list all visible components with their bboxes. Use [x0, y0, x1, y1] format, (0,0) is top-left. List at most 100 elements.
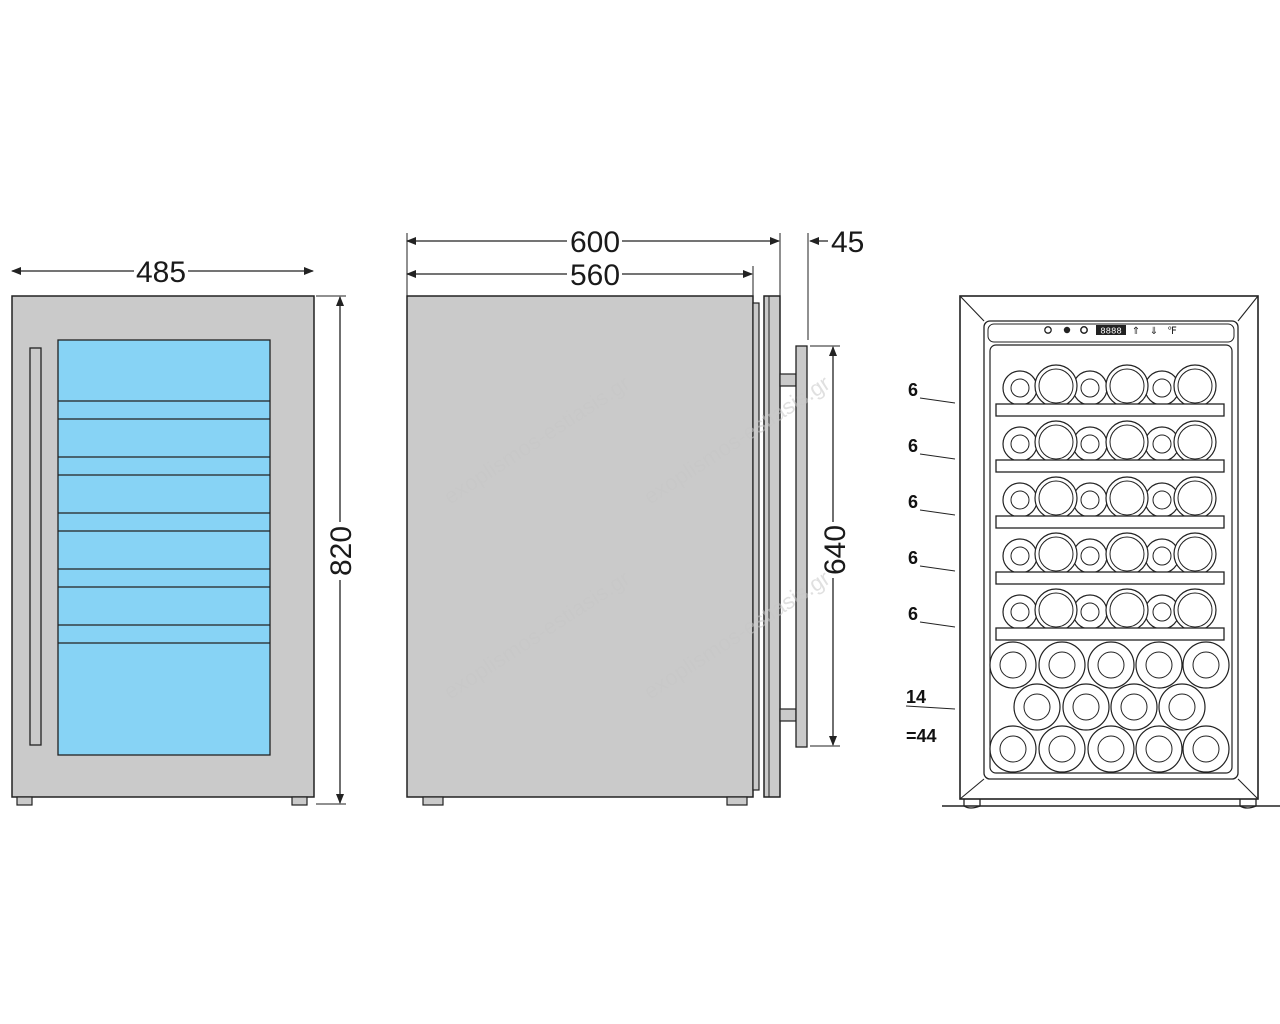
- control-panel: 8888 ⇑ ⇓ ℉: [1044, 325, 1177, 337]
- shelf-rail: [995, 459, 1225, 473]
- bottle-rim: [1177, 424, 1213, 460]
- bottle-punt: [1097, 651, 1125, 679]
- bottle-punt: [1080, 602, 1100, 622]
- bottle-punt: [1023, 693, 1051, 721]
- bottle-base: [1173, 588, 1217, 632]
- bottle-punt: [1048, 735, 1076, 763]
- shelf-capacity-label: 6: [908, 548, 918, 568]
- bottle-punt: [999, 735, 1027, 763]
- bottle-punt: [1080, 378, 1100, 398]
- unit-button-icon: ℉: [1167, 326, 1177, 337]
- front-glass-panel: [57, 339, 271, 756]
- bottle-base: [1034, 476, 1078, 520]
- door-thickness-label: 45: [831, 226, 864, 259]
- height-dimension-label: 820: [325, 526, 358, 576]
- bottle-punt: [1080, 434, 1100, 454]
- bottle-base: [1034, 364, 1078, 408]
- bottle-punt: [1010, 490, 1030, 510]
- shelf-rail: [995, 627, 1225, 641]
- shelf-rail: [995, 515, 1225, 529]
- side-door-panel: [752, 302, 760, 791]
- temperature-display-digits: 8888: [1100, 327, 1122, 337]
- frame-bevel: [1237, 778, 1259, 800]
- bottle-punt: [1152, 602, 1172, 622]
- bottle-punt: [1152, 434, 1172, 454]
- depth-total-label: 600: [570, 226, 620, 259]
- bottle-punt: [1097, 735, 1125, 763]
- handle-bracket-bottom: [779, 708, 797, 722]
- bottle-base: [1173, 476, 1217, 520]
- bottle-rim: [1109, 592, 1145, 628]
- width-dimension-label: 485: [136, 256, 186, 289]
- bottle-punt: [1010, 378, 1030, 398]
- shelf-capacity-label: 6: [908, 492, 918, 512]
- bottle-base: [1034, 588, 1078, 632]
- side-door-frame: [763, 295, 781, 798]
- bottle-punt: [1048, 651, 1076, 679]
- total-capacity-label: =44: [906, 726, 937, 746]
- mode-button-icon: [1080, 326, 1088, 334]
- wine-shelf: [995, 420, 1225, 473]
- shelf-leader-line: [919, 509, 956, 516]
- bottle-base: [1034, 532, 1078, 576]
- frame-bevel: [1237, 295, 1259, 322]
- bottle-base: [1105, 420, 1149, 464]
- bottle-punt: [999, 651, 1027, 679]
- down-button-icon: ⇓: [1150, 326, 1158, 337]
- bottle-punt: [1072, 693, 1100, 721]
- wine-shelf: [995, 476, 1225, 529]
- shelf-capacity-label: 6: [908, 380, 918, 400]
- front-shelf-lines: [58, 400, 270, 644]
- bottle-base: [1173, 420, 1217, 464]
- depth-body-label: 560: [570, 259, 620, 292]
- bottle-rim: [1038, 368, 1074, 404]
- bottle-punt: [1010, 434, 1030, 454]
- capacity-labels: 6 6 6 6 6 14 =44: [905, 380, 956, 746]
- bottle-rim: [1109, 536, 1145, 572]
- wine-shelf: [995, 588, 1225, 641]
- shelf-group: [995, 364, 1225, 641]
- bottle-rim: [1038, 592, 1074, 628]
- bottle-base: [1105, 532, 1149, 576]
- power-button-icon: [1044, 326, 1052, 334]
- up-button-icon: ⇑: [1132, 326, 1140, 337]
- front-door-handle: [29, 347, 42, 746]
- shelf-capacity-label: 6: [908, 604, 918, 624]
- bottle-punt: [1010, 546, 1030, 566]
- bottle-punt: [1152, 490, 1172, 510]
- bottle-base: [1173, 364, 1217, 408]
- bottle-punt: [1080, 490, 1100, 510]
- wine-shelf: [995, 364, 1225, 417]
- bottle-punt: [1192, 651, 1220, 679]
- shelf-leader-line: [919, 565, 956, 572]
- side-foot-left: [422, 796, 444, 806]
- bottom-bottle-stack: [989, 641, 1230, 773]
- shelf-capacity-label: 6: [908, 436, 918, 456]
- bottle-punt: [1152, 546, 1172, 566]
- bottle-punt: [1152, 378, 1172, 398]
- bottle-base: [1105, 364, 1149, 408]
- side-cabinet: [406, 295, 754, 798]
- bottle-rim: [1177, 592, 1213, 628]
- handle-bracket-top: [779, 373, 797, 387]
- bottle-rim: [1177, 536, 1213, 572]
- bottle-punt: [1120, 693, 1148, 721]
- front-foot-left: [16, 796, 33, 806]
- bottle-base: [1034, 420, 1078, 464]
- side-door-handle: [795, 345, 808, 748]
- bottle-rim: [1109, 424, 1145, 460]
- bottom-capacity-label: 14: [906, 687, 926, 707]
- wine-shelf: [995, 532, 1225, 585]
- bottle-base: [1173, 532, 1217, 576]
- bottle-punt: [1010, 602, 1030, 622]
- handle-length-label: 640: [819, 525, 852, 575]
- shelf-rail: [995, 571, 1225, 585]
- front-view: 485 820: [11, 256, 358, 806]
- bottle-rim: [1038, 480, 1074, 516]
- side-foot-right: [726, 796, 748, 806]
- shelf-leader-line: [919, 397, 956, 404]
- bottle-punt: [1145, 651, 1173, 679]
- light-button-icon: [1063, 326, 1071, 334]
- bottle-punt: [1192, 735, 1220, 763]
